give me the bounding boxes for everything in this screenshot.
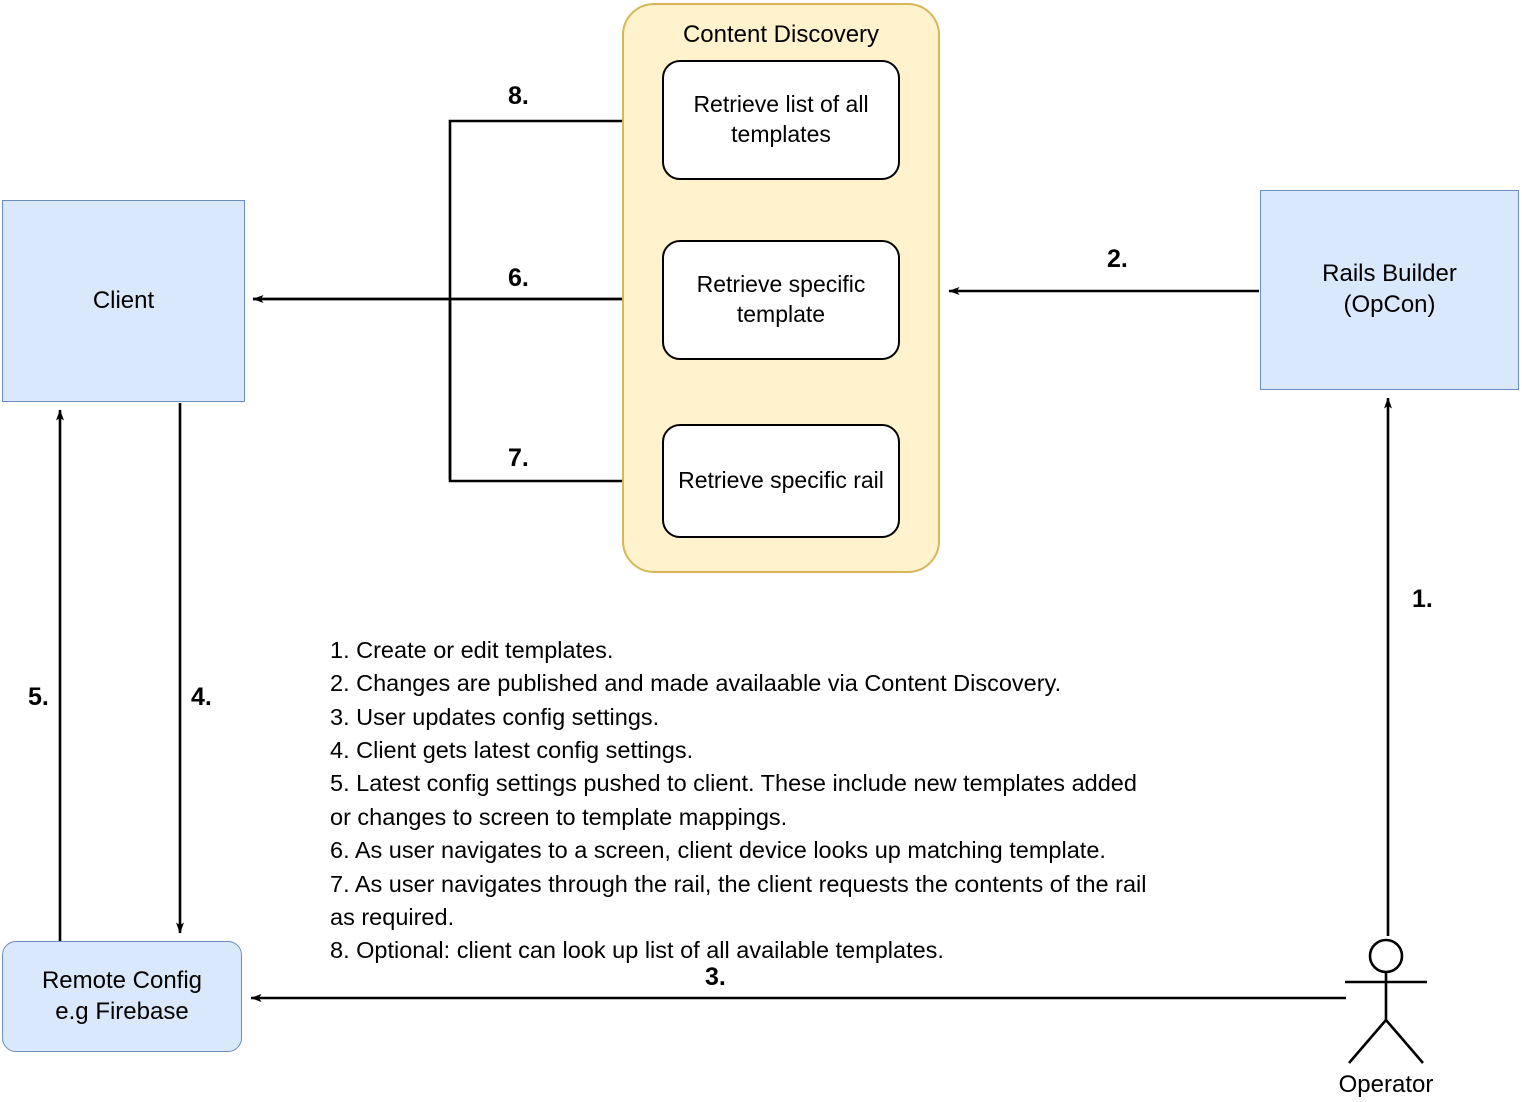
retrieve-specific-template-label: Retrieve specific template: [696, 271, 866, 327]
edge-label-3: 3.: [705, 963, 726, 991]
edge-label-4: 4.: [191, 683, 212, 711]
edge-label-8: 8.: [508, 82, 529, 110]
client-node[interactable]: Client: [2, 200, 245, 402]
rails-builder-node[interactable]: Rails Builder (OpCon): [1260, 190, 1519, 390]
retrieve-list-of-all-templates-label: Retrieve list of all templates: [693, 91, 869, 147]
edge-label-2: 2.: [1107, 245, 1128, 273]
remote-config-label: Remote Config e.g Firebase: [41, 966, 203, 1025]
retrieve-specific-rail-label: Retrieve specific rail: [678, 467, 884, 494]
retrieve-specific-template-box[interactable]: Retrieve specific template: [662, 240, 900, 360]
remote-config-node[interactable]: Remote Config e.g Firebase: [2, 941, 242, 1052]
client-label: Client: [92, 286, 155, 314]
edge-label-1: 1.: [1412, 585, 1433, 613]
retrieve-specific-rail-box[interactable]: Retrieve specific rail: [662, 424, 900, 538]
edge-label-5: 5.: [28, 683, 49, 711]
operator-figure: [1345, 938, 1427, 1064]
content-discovery-title: Content Discovery: [682, 21, 880, 48]
legend-text: 1. Create or edit templates. 2. Changes …: [330, 637, 1147, 964]
edge-label-7: 7.: [508, 444, 529, 472]
rails-builder-label: Rails Builder (OpCon): [1322, 260, 1457, 318]
operator-label: Operator: [1338, 1071, 1434, 1098]
edge-label-6: 6.: [508, 264, 529, 292]
retrieve-list-of-all-templates-box[interactable]: Retrieve list of all templates: [662, 60, 900, 180]
